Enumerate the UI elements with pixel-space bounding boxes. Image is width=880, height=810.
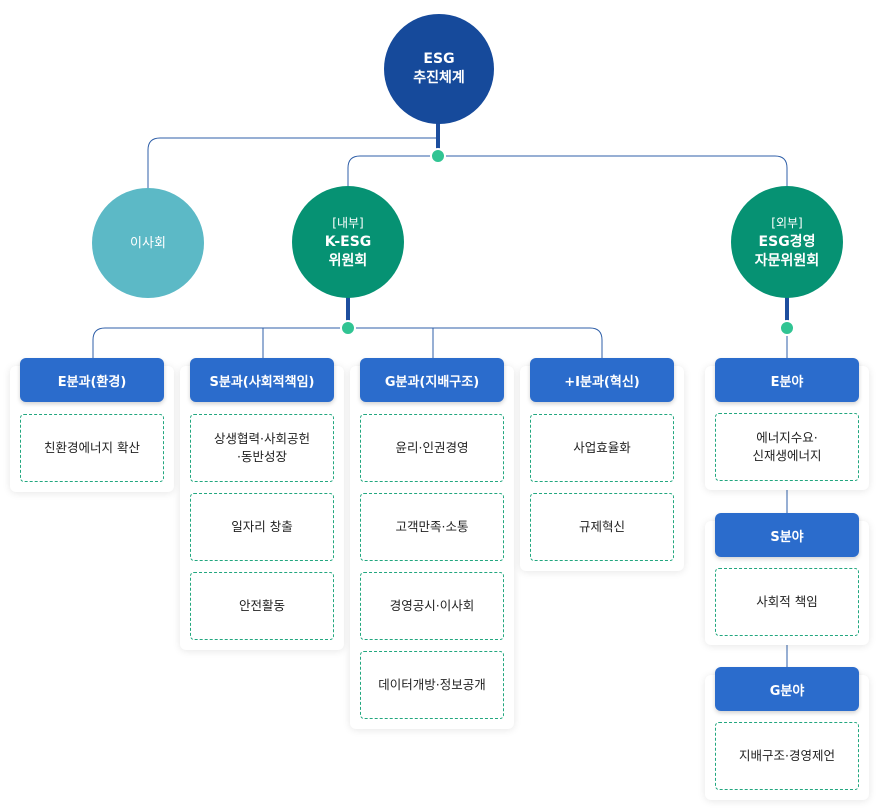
- field-item: 지배구조·경영제언: [715, 722, 859, 790]
- group-item: 일자리 창출: [190, 493, 334, 561]
- group-item: 상생협력·사회공헌 ·동반성장: [190, 414, 334, 482]
- root-line2: 추진체계: [413, 70, 465, 86]
- line-committees-bus: [347, 155, 788, 212]
- junction-dot-internal: [340, 320, 356, 336]
- group-item: 안전활동: [190, 572, 334, 640]
- group-item: 규제혁신: [530, 493, 674, 561]
- field-item: 에너지수요· 신재생에너지: [715, 413, 859, 481]
- internal-tag: [내부]: [332, 215, 364, 230]
- board-node: 이사회: [92, 188, 204, 298]
- internal-line2: 위원회: [328, 252, 368, 269]
- junction-dot-external: [779, 320, 795, 336]
- group-header-g: G분과(지배구조): [360, 358, 504, 402]
- group-header-e: E분과(환경): [20, 358, 164, 402]
- group-item: 윤리·인권경영: [360, 414, 504, 482]
- group-header-s: S분과(사회적책임): [190, 358, 334, 402]
- group-item: 경영공시·이사회: [360, 572, 504, 640]
- line-root-to-board: [147, 137, 438, 190]
- group-item: 사업효율화: [530, 414, 674, 482]
- group-item: 고객만족·소통: [360, 493, 504, 561]
- group-item: 친환경에너지 확산: [20, 414, 164, 482]
- external-line2: 자문위원회: [754, 252, 820, 269]
- group-header-i: +I분과(혁신): [530, 358, 674, 402]
- field-header-s: S분야: [715, 513, 859, 557]
- field-item: 사회적 책임: [715, 568, 859, 636]
- field-header-e: E분야: [715, 358, 859, 402]
- external-tag: [외부]: [771, 215, 803, 230]
- root-node: ESG 추진체계: [384, 14, 494, 124]
- internal-line1: K-ESG: [324, 233, 372, 250]
- field-header-g: G분야: [715, 667, 859, 711]
- external-committee-node: [외부] ESG경영 자문위원회: [731, 186, 843, 298]
- internal-committee-node: [내부] K-ESG 위원회: [292, 186, 404, 298]
- board-label: 이사회: [130, 235, 166, 251]
- root-line1: ESG: [423, 51, 455, 67]
- junction-dot-root: [430, 148, 446, 164]
- group-item: 데이터개방·정보공개: [360, 651, 504, 719]
- external-line1: ESG경영: [758, 233, 816, 250]
